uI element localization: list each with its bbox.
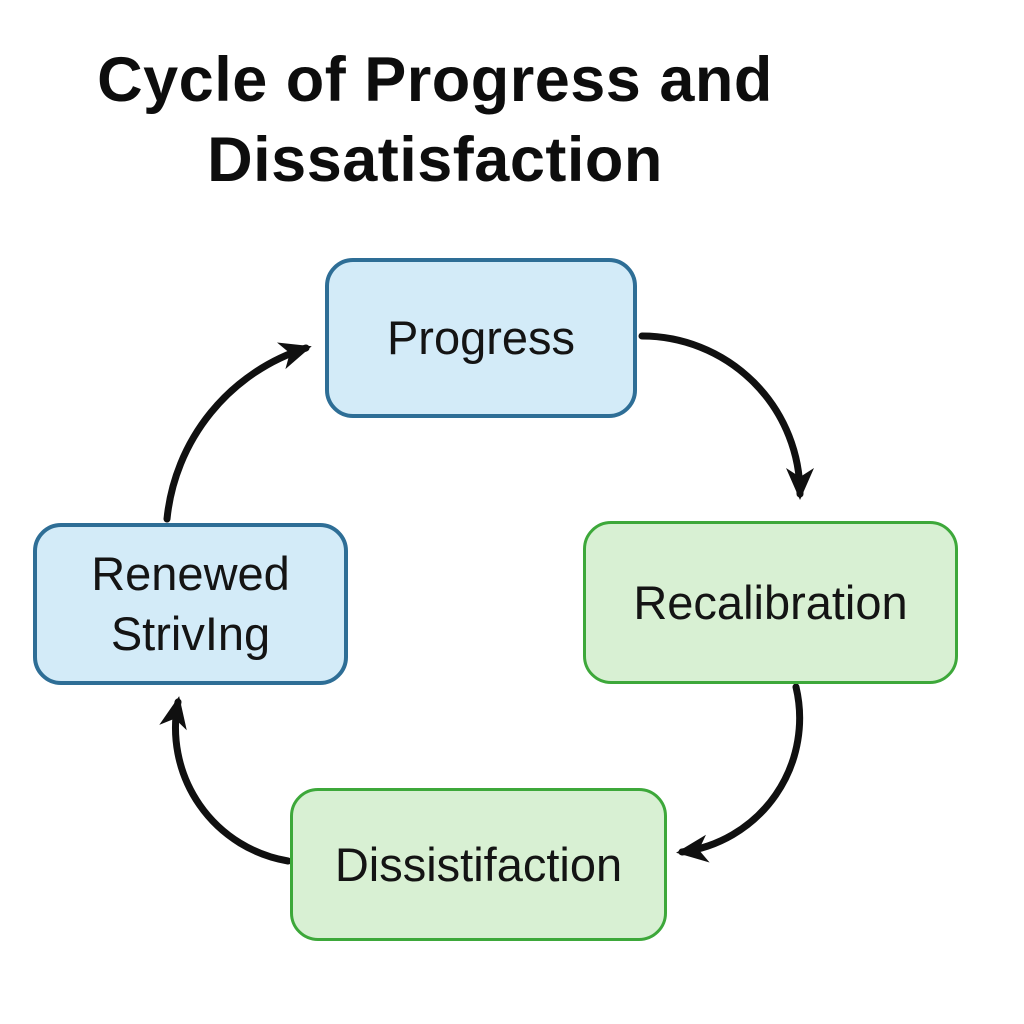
arrow-dissatisfaction-to-renewed-striving xyxy=(159,696,292,865)
node-recalibration-label: Recalibration xyxy=(633,575,908,629)
diagram-title-line1: Cycle of Progress and xyxy=(97,45,773,115)
node-progress: Progress xyxy=(325,258,637,418)
node-renewed-striving: Renewed StrivIng xyxy=(33,523,348,685)
arrow-progress-to-recalibration xyxy=(638,332,814,500)
arrow-renewed-striving-to-progress xyxy=(163,342,312,523)
node-renewed-striving-label-line2: StrivIng xyxy=(110,607,271,660)
diagram-title: Cycle of Progress and Dissatisfaction xyxy=(30,40,840,200)
node-recalibration: Recalibration xyxy=(583,521,958,684)
node-renewed-striving-label-line1: Renewed xyxy=(91,547,290,600)
node-progress-label: Progress xyxy=(386,311,576,364)
node-dissatisfaction: Dissistifaction xyxy=(290,788,667,941)
diagram-title-line2: Dissatisfaction xyxy=(207,125,663,195)
arrow-recalibration-to-dissatisfaction xyxy=(676,683,804,863)
node-dissatisfaction-label: Dissistifaction xyxy=(334,837,623,891)
